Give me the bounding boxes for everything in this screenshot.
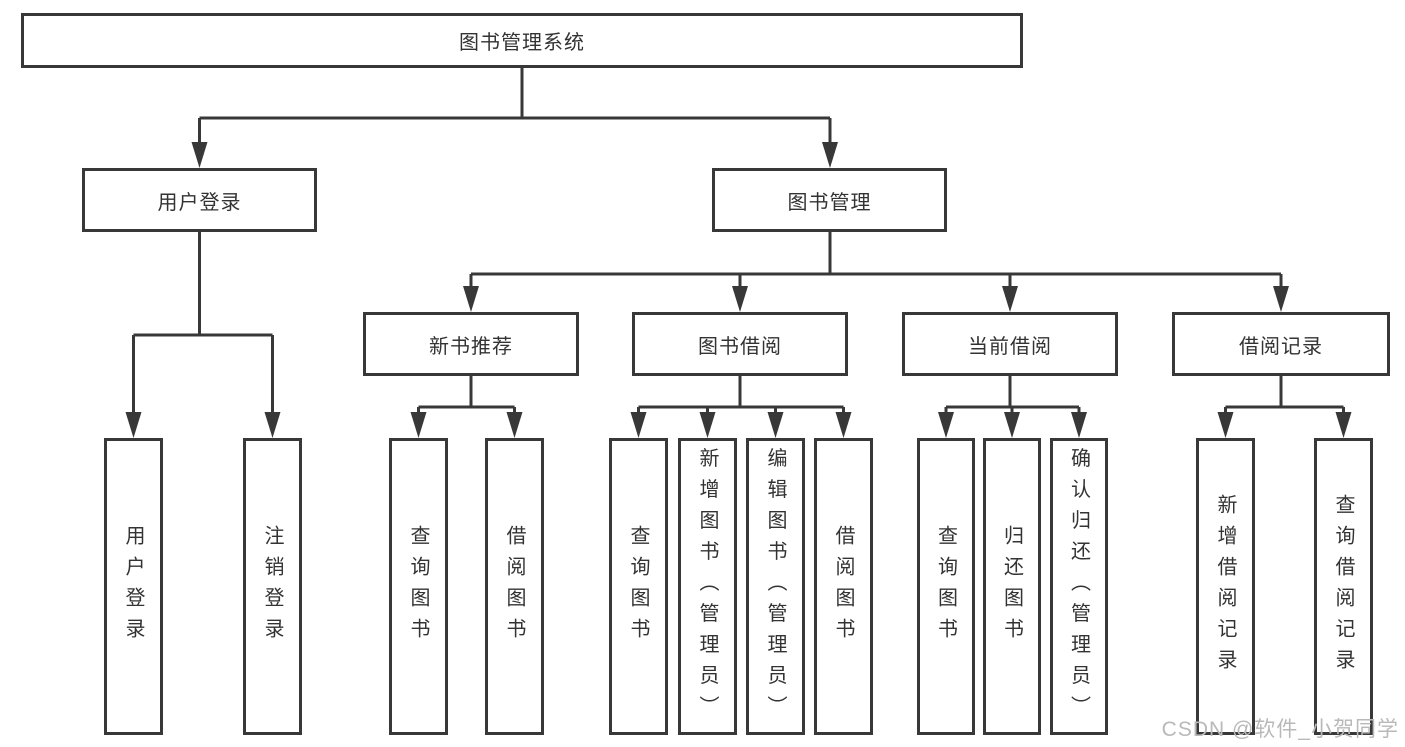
leaf-bb-query-book: 查询图书 <box>609 438 668 735</box>
leaf-rec-borrow-book-label: 借阅图书 <box>503 524 525 649</box>
leaf-cb-confirm-return-label: 确认归还（管理员） <box>1067 447 1090 726</box>
leaf-cb-return-book: 归还图书 <box>983 438 1041 735</box>
leaf-bb-add-book-label: 新增图书（管理员） <box>696 447 718 726</box>
connector-current-borrow-children <box>944 375 1081 416</box>
leaf-bb-add-book: 新增图书（管理员） <box>678 438 737 735</box>
leaf-rec-borrow-book: 借阅图书 <box>485 438 544 735</box>
leaf-br-add-record-label: 新增借阅记录 <box>1214 493 1236 680</box>
arrowheads <box>125 142 1352 438</box>
leaf-br-query-record-label: 查询借阅记录 <box>1332 493 1354 680</box>
leaf-br-query-record: 查询借阅记录 <box>1314 438 1373 735</box>
node-book-borrow: 图书借阅 <box>632 312 848 376</box>
node-borrow-records: 借阅记录 <box>1172 312 1390 376</box>
node-new-book-recommend: 新书推荐 <box>363 312 579 376</box>
leaf-cb-query-book-label: 查询图书 <box>934 524 957 649</box>
connector-user-login-children <box>132 231 274 416</box>
csdn-watermark: CSDN @软件_小贺同学 <box>1161 718 1399 741</box>
leaf-cb-query-book: 查询图书 <box>917 438 975 735</box>
connector-book-borrow-children <box>637 375 845 416</box>
connector-borrow-records-children <box>1224 375 1345 416</box>
connector-root-to-level2 <box>198 66 832 146</box>
leaf-logout-label: 注销登录 <box>261 524 283 649</box>
leaf-bb-borrow-book: 借阅图书 <box>814 438 873 735</box>
leaf-bb-query-book-label: 查询图书 <box>627 524 649 649</box>
leaf-user-login-label: 用户登录 <box>122 524 144 649</box>
node-current-borrow: 当前借阅 <box>902 312 1118 376</box>
leaf-cb-confirm-return: 确认归还（管理员） <box>1050 438 1108 735</box>
leaf-bb-edit-book-label: 编辑图书（管理员） <box>764 447 786 726</box>
node-user-login: 用户登录 <box>82 168 317 232</box>
node-library-system: 图书管理系统 <box>21 13 1023 68</box>
connector-new-book-rec-children <box>417 375 516 416</box>
leaf-rec-query-book-label: 查询图书 <box>407 524 429 649</box>
leaf-user-login: 用户登录 <box>104 438 163 735</box>
leaf-bb-edit-book: 编辑图书（管理员） <box>746 438 805 735</box>
leaf-bb-borrow-book-label: 借阅图书 <box>832 524 854 649</box>
leaf-rec-query-book: 查询图书 <box>389 438 448 735</box>
leaf-br-add-record: 新增借阅记录 <box>1196 438 1255 735</box>
connector-book-mgmt-children <box>469 231 1283 290</box>
leaf-logout: 注销登录 <box>243 438 302 735</box>
leaf-cb-return-book-label: 归还图书 <box>1000 524 1023 649</box>
node-book-management: 图书管理 <box>712 168 947 232</box>
